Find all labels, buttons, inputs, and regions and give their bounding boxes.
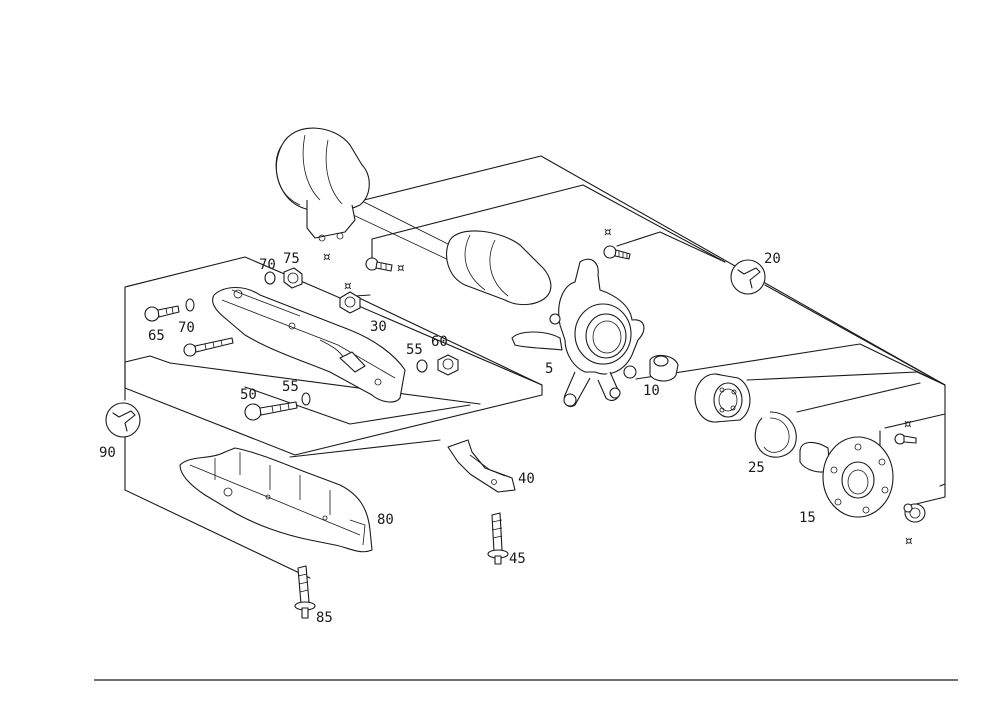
part-80-underbody-panel (179, 447, 373, 553)
arm-nut (339, 291, 361, 314)
label-55-right: 55 (406, 342, 423, 358)
svg-text:¤: ¤ (344, 279, 352, 293)
label-75: 75 (283, 251, 300, 267)
part-45-clip (487, 512, 509, 565)
label-70-left: 70 (178, 320, 195, 336)
label-5: 5 (545, 361, 553, 377)
part-labels: 5 10 15 20 25 30 40 45 50 55 55 60 65 70… (99, 251, 816, 626)
carrier-bolt (603, 245, 631, 260)
label-70-top: 70 (259, 257, 276, 273)
part-5-wheel-carrier (511, 258, 645, 408)
label-30: 30 (370, 319, 387, 335)
part-50-bolt (244, 392, 311, 421)
label-80: 80 (377, 512, 394, 528)
label-20: 20 (764, 251, 781, 267)
label-45: 45 (509, 551, 526, 567)
label-55-left: 55 (282, 379, 299, 395)
svg-text:¤: ¤ (397, 261, 405, 275)
part-15-wheel-hub (799, 436, 894, 518)
part-25-circlip (754, 411, 797, 458)
svg-text:¤: ¤ (323, 250, 331, 264)
part-75-nut (283, 267, 303, 289)
label-10: 10 (643, 383, 660, 399)
wheel-bearing (694, 373, 751, 423)
shaft-bolt (365, 257, 393, 272)
svg-text:¤: ¤ (604, 225, 612, 239)
wrench-icon-20 (730, 259, 766, 295)
label-90: 90 (99, 445, 116, 461)
part-10-bushing (649, 354, 679, 382)
part-40-bracket (447, 439, 516, 493)
not-reusable-symbols: ¤ ¤ ¤ ¤ ¤ ¤ (323, 225, 913, 548)
part-55-washer-right (416, 359, 428, 373)
svg-text:¤: ¤ (904, 417, 912, 431)
part-60-nut (437, 354, 459, 376)
drive-shaft-boot (275, 127, 552, 306)
label-40: 40 (518, 471, 535, 487)
part-85-clip (294, 565, 316, 619)
label-60: 60 (431, 334, 448, 350)
label-85: 85 (316, 610, 333, 626)
part-30-control-arm (212, 286, 406, 403)
long-bolt (183, 337, 234, 357)
part-65-bolt (144, 298, 195, 322)
label-65: 65 (148, 328, 165, 344)
label-50: 50 (240, 387, 257, 403)
label-15: 15 (799, 510, 816, 526)
wrench-icon-90 (105, 402, 141, 438)
label-25: 25 (748, 460, 765, 476)
part-70-washer-top (264, 271, 276, 285)
hub-bolts (894, 433, 926, 523)
svg-text:¤: ¤ (905, 534, 913, 548)
